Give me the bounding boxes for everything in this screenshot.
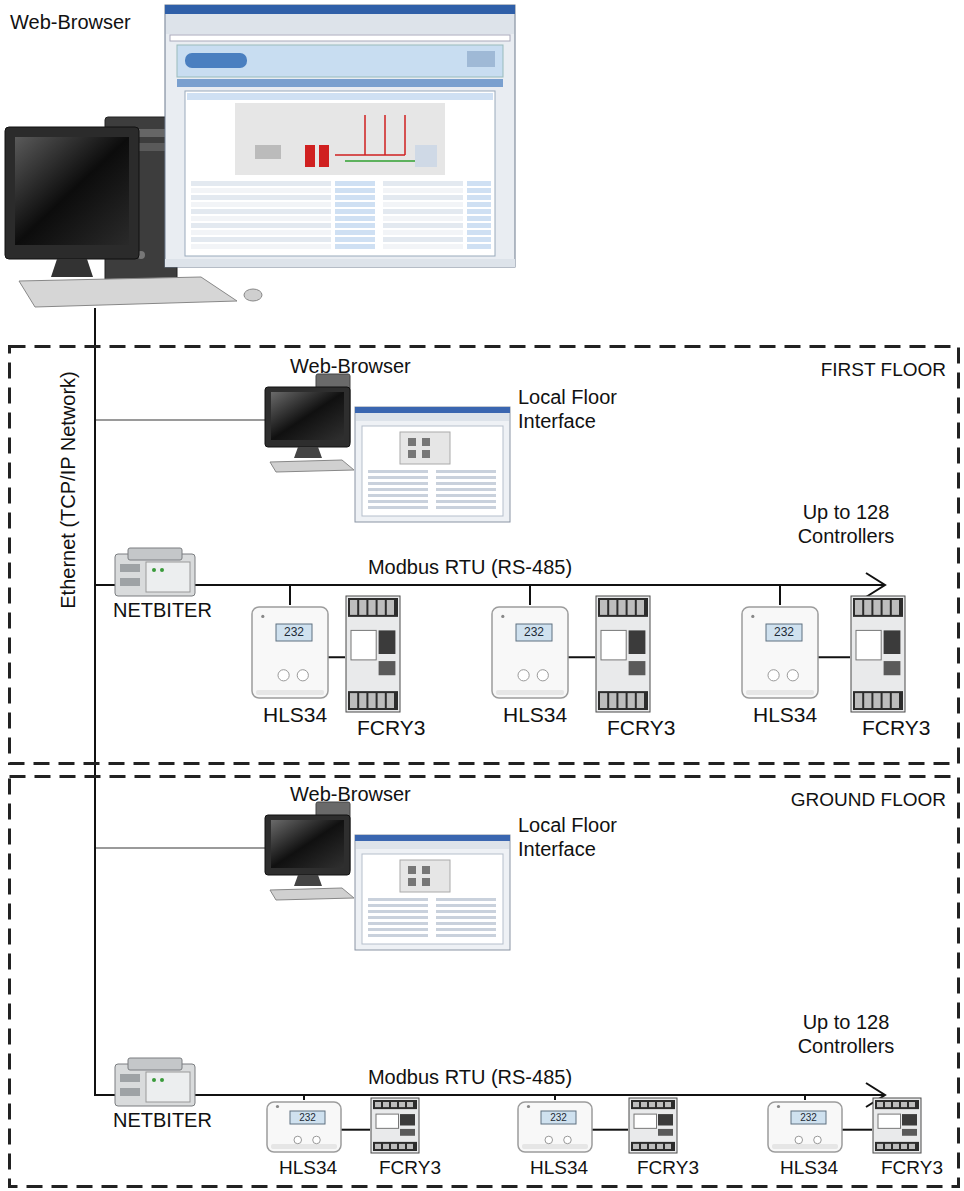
capacity-note: Up to 128 Controllers <box>790 500 902 548</box>
floor-heading: FIRST FLOOR <box>821 359 946 382</box>
relay-module: FCRY3 <box>345 595 437 742</box>
workstation: Web-Browser <box>5 5 517 308</box>
device-wire <box>351 1129 370 1131</box>
device-label: FCRY3 <box>607 716 675 740</box>
bus-link <box>218 585 290 605</box>
relay-module: FCRY3 <box>628 1097 708 1180</box>
display-reading: 232 <box>541 1111 576 1124</box>
display-reading: 232 <box>791 1111 826 1124</box>
ethernet-link <box>95 308 106 1095</box>
device-label: Web-Browser <box>290 782 411 806</box>
room-controller: HLS34 <box>740 605 830 729</box>
display-reading: 232 <box>276 624 312 641</box>
device-label: FCRY3 <box>379 1157 441 1179</box>
computer-illustration <box>5 5 517 308</box>
bus-label: Modbus RTU (RS-485) <box>350 1065 590 1089</box>
ethernet-link <box>95 308 106 585</box>
relay-module: FCRY3 <box>850 595 942 742</box>
computer-illustration <box>250 352 647 527</box>
relay-module: FCRY3 <box>872 1097 952 1180</box>
ethernet-link <box>95 308 250 420</box>
device-wire <box>852 1129 872 1131</box>
device-label: NETBITER <box>113 599 212 622</box>
device-label: NETBITER <box>113 1109 212 1132</box>
room-controller: HLS34 <box>490 605 580 729</box>
device-wire <box>580 656 595 658</box>
device-label: HLS34 <box>780 1157 838 1179</box>
floor-workstation: Web-BrowserLocal Floor Interface <box>250 352 647 527</box>
computer-illustration <box>250 780 647 955</box>
device-label: Web-Browser <box>290 354 411 378</box>
gateway-device: NETBITER <box>106 1058 218 1133</box>
device-label: Web-Browser <box>10 10 131 34</box>
device-label: HLS34 <box>279 1157 337 1179</box>
floor-heading: GROUND FLOOR <box>791 789 946 812</box>
device-label: HLS34 <box>530 1157 588 1179</box>
network-label: Ethernet (TCP/IP Network) <box>56 360 80 620</box>
floor-zone: GROUND FLOOR Web-BrowserLocal Floor Inter… <box>8 775 960 1188</box>
display-reading: 232 <box>290 1111 325 1124</box>
capacity-note: Up to 128 Controllers <box>790 1010 902 1058</box>
sub-label: Local Floor Interface <box>518 385 643 433</box>
floor-workstation: Web-BrowserLocal Floor Interface <box>250 780 647 955</box>
relay-module: FCRY3 <box>595 595 687 742</box>
ethernet-link <box>95 308 250 848</box>
bus-label: Modbus RTU (RS-485) <box>350 555 590 579</box>
display-reading: 232 <box>766 624 802 641</box>
sub-label: Local Floor Interface <box>518 813 643 861</box>
floor-zone: FIRST FLOOR Web-BrowserLocal Floor Interf… <box>8 345 960 765</box>
bus-link <box>218 1095 805 1100</box>
relay-module: FCRY3 <box>370 1097 450 1180</box>
room-controller: HLS34 <box>250 605 340 729</box>
device-label: HLS34 <box>263 703 327 727</box>
device-wire <box>602 1129 628 1131</box>
display-reading: 232 <box>516 624 552 641</box>
device-wire <box>830 656 850 658</box>
device-label: FCRY3 <box>881 1157 943 1179</box>
device-wire <box>340 656 345 658</box>
device-label: FCRY3 <box>862 716 930 740</box>
device-label: FCRY3 <box>357 716 425 740</box>
device-label: HLS34 <box>753 703 817 727</box>
bus-link <box>218 585 780 605</box>
device-label: FCRY3 <box>637 1157 699 1179</box>
device-label: HLS34 <box>503 703 567 727</box>
gateway-device: NETBITER <box>106 548 218 623</box>
